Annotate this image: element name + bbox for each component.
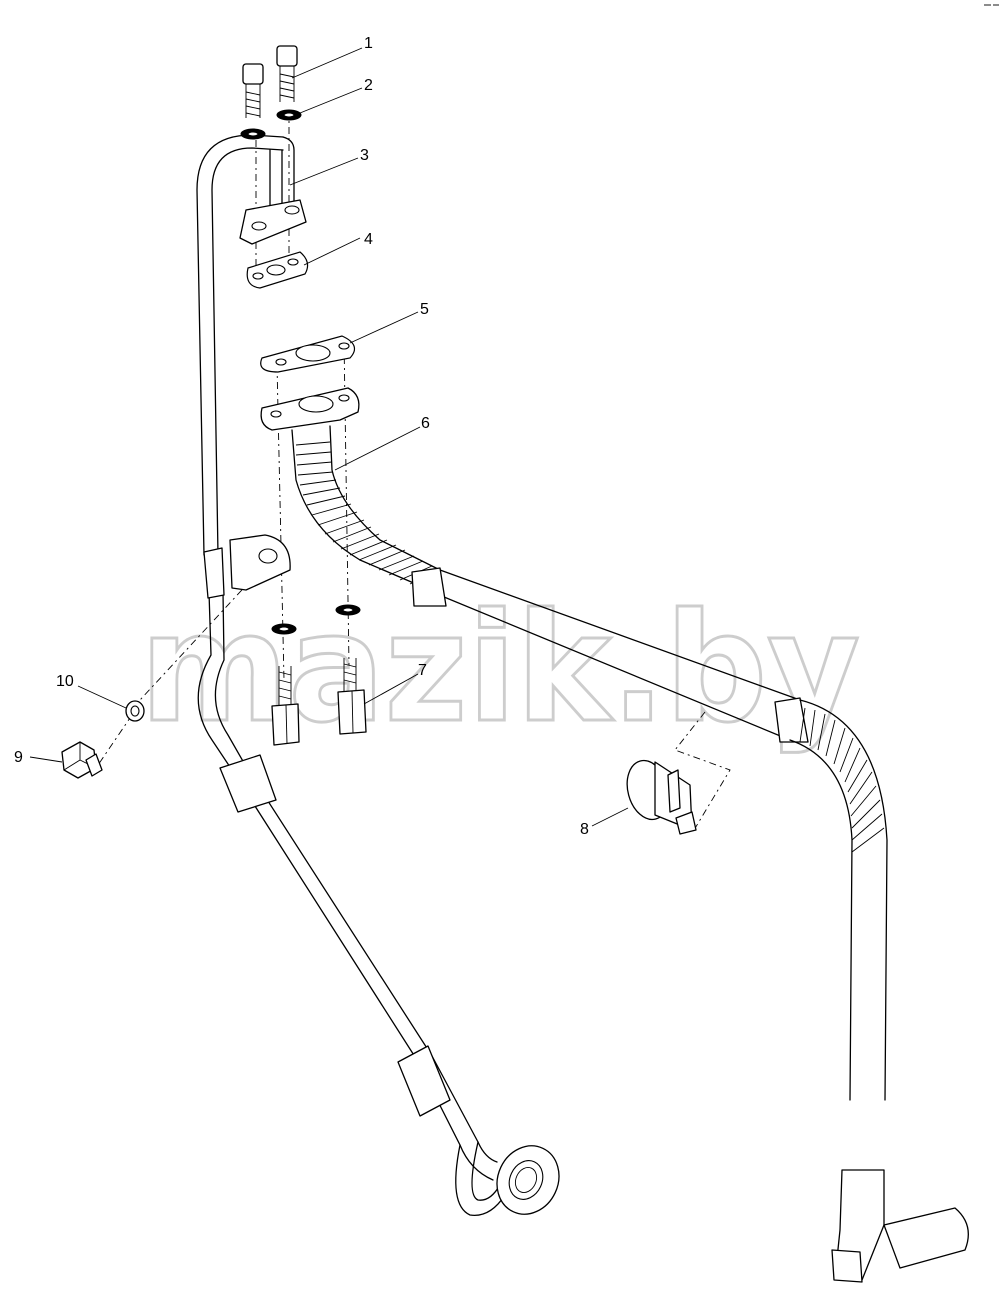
upper-gasket: [246, 251, 309, 289]
callout-7: 7: [418, 662, 427, 679]
lower-gasket: [260, 335, 356, 373]
oil-drain-pipe: [260, 387, 969, 1283]
callout-6: 6: [421, 415, 430, 432]
callout-5: 5: [420, 301, 429, 318]
callout-4: 4: [364, 231, 373, 248]
sealing-washer: [125, 700, 145, 722]
callout-1: 1: [364, 35, 373, 52]
callout-9: 9: [14, 749, 23, 766]
callout-2: 2: [364, 77, 373, 94]
stud-nut-pair: [271, 658, 367, 746]
callout-3: 3: [360, 147, 369, 164]
upper-flange: [239, 199, 307, 245]
pipe-clip: [626, 759, 697, 835]
washers: [240, 109, 361, 635]
watermark-text: mazik.by: [140, 582, 860, 756]
callout-labels: 1 2 3 4 5 6 7 8 9 10: [14, 35, 589, 838]
callout-8: 8: [580, 821, 589, 838]
callout-10: 10: [56, 673, 74, 690]
oil-feed-pipe: [196, 134, 560, 1216]
bolt-pair: [242, 45, 298, 118]
hex-bolt: [61, 741, 103, 779]
callout-leaders: [29, 47, 629, 827]
pipe-clamp-bracket: [203, 534, 291, 599]
